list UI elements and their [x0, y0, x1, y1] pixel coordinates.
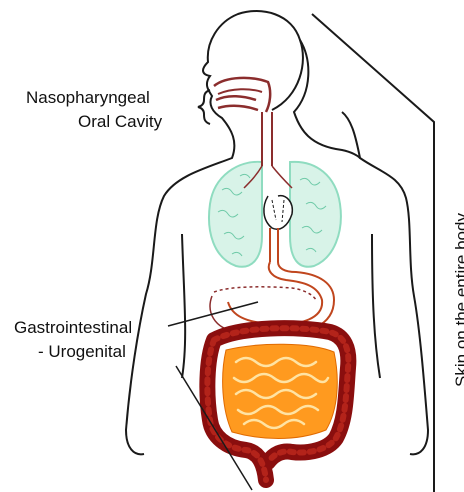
- label-gastrointestinal: Gastrointestinal: [14, 318, 132, 338]
- gi-leader-line: [168, 302, 258, 326]
- label-skin: Skin on the entire body: [452, 213, 464, 387]
- heart: [264, 196, 292, 230]
- label-oral-cavity: Oral Cavity: [78, 112, 162, 132]
- brace-icon: [198, 90, 210, 124]
- label-urogenital: - Urogenital: [38, 342, 126, 362]
- oral-cavity: [216, 96, 258, 110]
- pancreas-dotted: [214, 287, 316, 300]
- label-nasopharyngeal: Nasopharyngeal: [26, 88, 150, 108]
- nasopharynx: [218, 89, 262, 94]
- esophagus: [270, 228, 278, 262]
- trachea: [262, 112, 272, 166]
